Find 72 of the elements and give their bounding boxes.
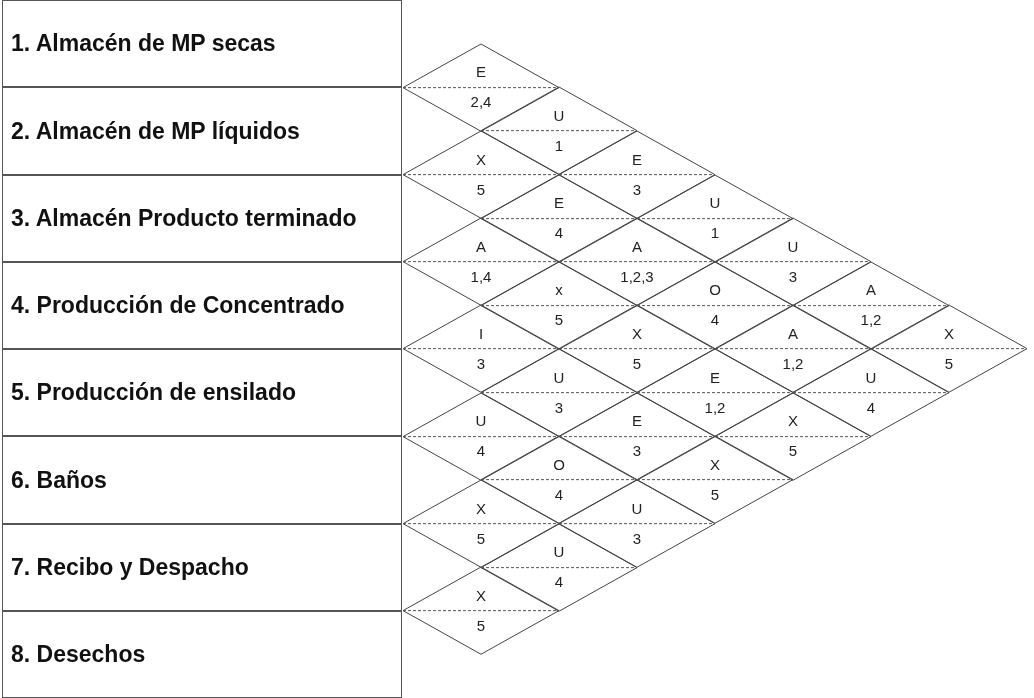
reason-code: 3	[632, 180, 642, 198]
closeness-rating: O	[709, 281, 721, 299]
closeness-rating: O	[553, 455, 565, 473]
reason-code: 5	[788, 442, 798, 460]
reason-code: 1,2,3	[620, 267, 654, 285]
reason-code: 1	[554, 136, 564, 154]
closeness-rating: x	[555, 281, 563, 299]
closeness-rating: U	[709, 194, 721, 212]
department-box	[2, 610, 402, 698]
department-box	[2, 261, 402, 349]
closeness-rating: X	[710, 455, 720, 473]
closeness-rating: A	[788, 325, 798, 342]
closeness-rating: A	[632, 237, 642, 255]
reason-code: 5	[476, 616, 486, 634]
reason-code: 1,2	[860, 311, 882, 329]
closeness-rating: A	[866, 281, 876, 299]
reason-code: 5	[944, 355, 954, 372]
closeness-rating: X	[476, 586, 486, 604]
closeness-rating: X	[632, 325, 642, 342]
reason-code: 4	[554, 485, 564, 503]
reason-code: 1,2	[782, 355, 804, 372]
reason-code: 5	[554, 311, 564, 329]
department-name: 5. Producción de ensilado	[11, 379, 296, 406]
closeness-rating: A	[476, 237, 486, 255]
closeness-rating: U	[865, 368, 877, 386]
department-name: 2. Almacén de MP líquidos	[11, 117, 300, 145]
reason-code: 1,2	[704, 398, 726, 416]
reason-code: 3	[788, 267, 798, 285]
closeness-rating: U	[553, 368, 565, 386]
closeness-rating: U	[787, 237, 799, 255]
reason-code: 1,4	[470, 267, 492, 285]
reason-code: 3	[476, 355, 486, 372]
closeness-rating: E	[710, 368, 720, 386]
closeness-rating: E	[632, 412, 642, 430]
department-box	[2, 349, 402, 437]
department-name: 4. Producción de Concentrado	[11, 292, 345, 319]
reason-code: 5	[476, 529, 486, 547]
closeness-rating: U	[475, 412, 487, 430]
reason-code: 4	[554, 224, 564, 242]
department-box	[2, 87, 402, 175]
closeness-rating: X	[476, 150, 486, 168]
closeness-rating: I	[478, 325, 484, 342]
department-name: 8. Desechos	[11, 641, 146, 668]
department-name: 3. Almacén Producto terminado	[11, 204, 357, 232]
reason-code: 4	[554, 573, 564, 591]
closeness-rating: U	[553, 543, 565, 561]
reason-code: 5	[476, 180, 486, 198]
reason-code: 3	[632, 442, 642, 460]
closeness-rating: X	[476, 499, 486, 517]
reason-code: 4	[710, 311, 720, 329]
reason-code: 5	[710, 485, 720, 503]
department-name: 7. Recibo y Despacho	[11, 553, 249, 581]
reason-code: 4	[866, 398, 876, 416]
department-box	[2, 0, 402, 88]
department-box	[2, 174, 402, 262]
closeness-rating: E	[632, 150, 642, 168]
department-box	[2, 523, 402, 611]
closeness-rating: E	[554, 194, 564, 212]
department-name: 1. Almacén de MP secas	[11, 30, 276, 57]
closeness-rating: X	[944, 325, 954, 342]
closeness-rating: X	[788, 412, 798, 430]
reason-code: 5	[632, 355, 642, 372]
department-box	[2, 436, 402, 524]
reason-code: 3	[554, 398, 564, 416]
closeness-rating: U	[631, 499, 643, 517]
closeness-rating: U	[553, 106, 565, 124]
reason-code: 1	[710, 224, 720, 242]
department-name: 6. Baños	[11, 466, 107, 494]
closeness-rating: E	[476, 63, 486, 81]
reason-code: 3	[632, 529, 642, 547]
reason-code: 4	[476, 442, 486, 460]
reason-code: 2,4	[470, 93, 492, 111]
